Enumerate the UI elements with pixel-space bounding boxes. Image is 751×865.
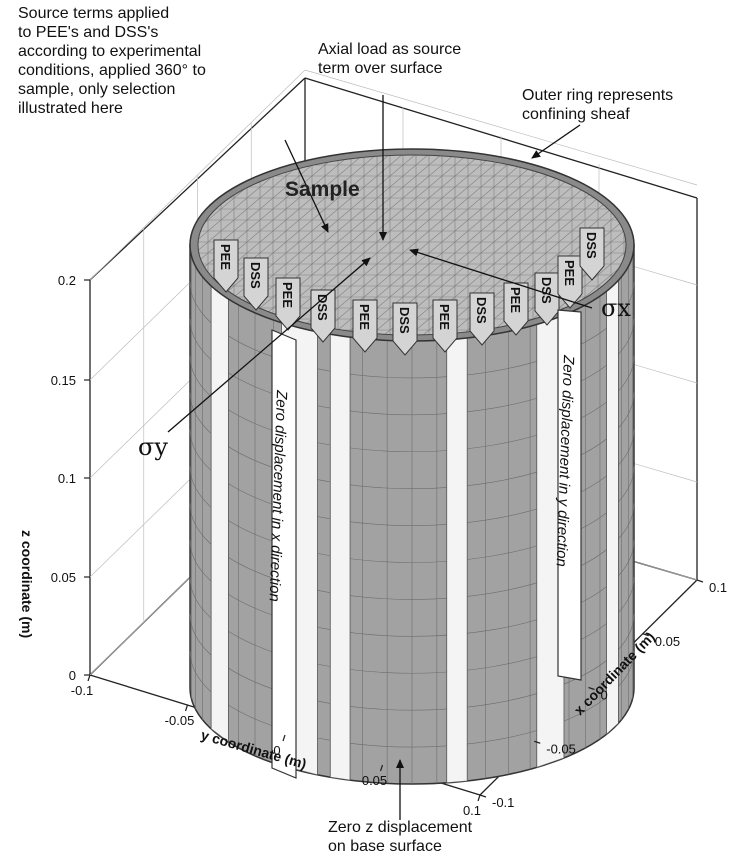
axial-load-note: Axial load as source term over surface — [318, 41, 462, 77]
source-marker-label: DSS — [539, 277, 554, 304]
y-tick-label: -0.1 — [71, 683, 93, 698]
source-markers: PEE DSS PEE DSS PEE DSS PEE DSS PEE DSS PEE DSS — [213, 227, 605, 356]
sigma-x-label: σx — [601, 294, 631, 322]
z-axis-title: z coordinate (m) — [19, 530, 35, 638]
y-tick-label: 0 — [273, 743, 280, 758]
source-marker: PEE — [557, 255, 583, 309]
source-marker-label: PEE — [437, 304, 452, 330]
source-marker: DSS — [534, 272, 560, 326]
y-axis-ticks: -0.1 -0.05 0 0.05 0.1 — [71, 674, 481, 818]
source-terms-note: Source terms applied to PEE's and DSS's … — [18, 5, 206, 117]
source-marker: PEE — [213, 239, 239, 293]
source-marker: DSS — [392, 302, 418, 356]
y-tick-label: -0.05 — [165, 713, 195, 728]
source-marker-label: DSS — [584, 232, 599, 259]
z-tick-label: 0.15 — [51, 373, 76, 388]
x-tick-label: -0.05 — [546, 741, 576, 756]
source-marker: DSS — [579, 227, 605, 281]
source-marker: PEE — [432, 299, 458, 353]
sample-label: Sample — [285, 178, 360, 201]
sigma-y-arrow — [167, 257, 371, 433]
source-marker-label: DSS — [397, 307, 412, 334]
source-terms-arrow — [284, 139, 329, 233]
x-axis-ticks: 0.1 0.05 0 -0.05 -0.1 — [479, 579, 727, 810]
source-marker: PEE — [352, 299, 378, 353]
source-marker-label: DSS — [248, 262, 263, 289]
z-tick-label: 0.05 — [51, 570, 76, 585]
source-marker-label: DSS — [474, 297, 489, 324]
x-tick-label: -0.1 — [492, 795, 514, 810]
source-marker: PEE — [503, 282, 529, 336]
z-axis-ticks: 0 0.05 0.1 0.15 0.2 — [51, 273, 90, 683]
z-tick-label: 0 — [69, 668, 76, 683]
sigma-y-label: σy — [138, 433, 168, 461]
x-tick-label: 0.1 — [709, 580, 727, 595]
x-tick-label: 0.05 — [655, 634, 680, 649]
outer-ring-note: Outer ring represents confining sheaf — [522, 87, 674, 123]
y-tick-label: 0.05 — [362, 773, 387, 788]
arrows — [167, 95, 593, 820]
zero-y-strip: Zero displacement in y direction — [553, 309, 582, 681]
outer-ring-arrow — [531, 124, 581, 159]
source-marker: PEE — [275, 277, 301, 331]
z-tick-label: 0.1 — [58, 471, 76, 486]
z-tick-label: 0.2 — [58, 273, 76, 288]
source-marker-label: PEE — [218, 244, 233, 270]
source-marker-label: PEE — [357, 304, 372, 330]
source-marker-label: PEE — [280, 282, 295, 308]
source-marker-label: PEE — [562, 260, 577, 286]
x-tick-label: 0 — [601, 688, 608, 703]
y-tick-label: 0.1 — [463, 803, 481, 818]
source-marker: DSS — [243, 257, 269, 311]
source-marker-label: DSS — [315, 294, 330, 321]
source-marker-label: PEE — [508, 287, 523, 313]
sigma-x-arrow — [409, 248, 593, 309]
source-marker: DSS — [469, 292, 495, 346]
zero-z-note: Zero z displacement on base surface — [328, 819, 473, 855]
